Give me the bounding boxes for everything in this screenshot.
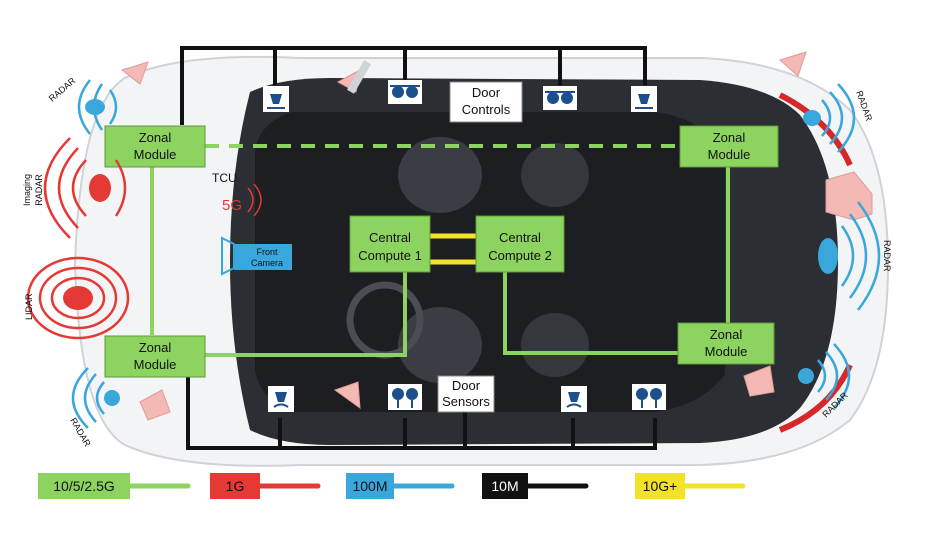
legend-item: 1G bbox=[210, 473, 321, 499]
legend-label: 1G bbox=[226, 478, 245, 494]
wiring-10-5-2-5g bbox=[150, 144, 730, 357]
legend-item: 10/5/2.5G bbox=[38, 473, 191, 499]
legend-label: 10/5/2.5G bbox=[53, 478, 115, 494]
radar-label: RADAR bbox=[854, 89, 874, 122]
legend-label: 10M bbox=[491, 478, 518, 494]
seat-occupancy-icon bbox=[543, 86, 577, 110]
radar-icon bbox=[71, 367, 120, 429]
legend-label: 10G+ bbox=[643, 478, 678, 494]
radar-icon bbox=[798, 343, 851, 409]
wiring-10g-plus bbox=[430, 233, 476, 265]
seat-occupancy-icon bbox=[632, 384, 666, 410]
radar-label: RADAR bbox=[882, 240, 892, 272]
legend-swatch bbox=[38, 473, 130, 499]
legend-item: 10M bbox=[482, 473, 589, 499]
svg-text:5G: 5G bbox=[222, 197, 242, 214]
mirror-bracket bbox=[347, 60, 371, 94]
legend-swatch bbox=[482, 473, 528, 499]
tcu-antenna: TCU 5G bbox=[212, 171, 262, 217]
legend: 10/5/2.5G 1G 100M 10M 10G+ bbox=[38, 473, 746, 499]
speaker-icon bbox=[631, 86, 657, 112]
legend-swatch bbox=[210, 473, 260, 499]
speaker-icon bbox=[263, 86, 289, 112]
legend-label: 100M bbox=[352, 478, 387, 494]
radar-label: RADAR bbox=[68, 416, 93, 449]
radar-icon bbox=[818, 201, 881, 311]
legend-swatch bbox=[346, 473, 394, 499]
legend-swatch bbox=[635, 473, 685, 499]
legend-item: 100M bbox=[346, 473, 455, 499]
seat-occupancy-icon bbox=[388, 80, 422, 104]
speaker-icon bbox=[268, 386, 294, 412]
radar-icon bbox=[43, 137, 127, 239]
mirror-icon bbox=[120, 51, 873, 421]
lidar-label: LIDAR bbox=[24, 293, 34, 320]
lidar-icon bbox=[26, 256, 130, 340]
radar-icon bbox=[803, 83, 856, 153]
seat-occupancy-icon bbox=[388, 384, 422, 410]
radar-label: RADAR bbox=[47, 75, 78, 103]
wiring-10m bbox=[180, 46, 657, 450]
legend-item: 10G+ bbox=[635, 473, 746, 499]
svg-text:TCU: TCU bbox=[212, 171, 237, 185]
radar-icon bbox=[77, 79, 118, 135]
speaker-icon bbox=[561, 386, 587, 412]
